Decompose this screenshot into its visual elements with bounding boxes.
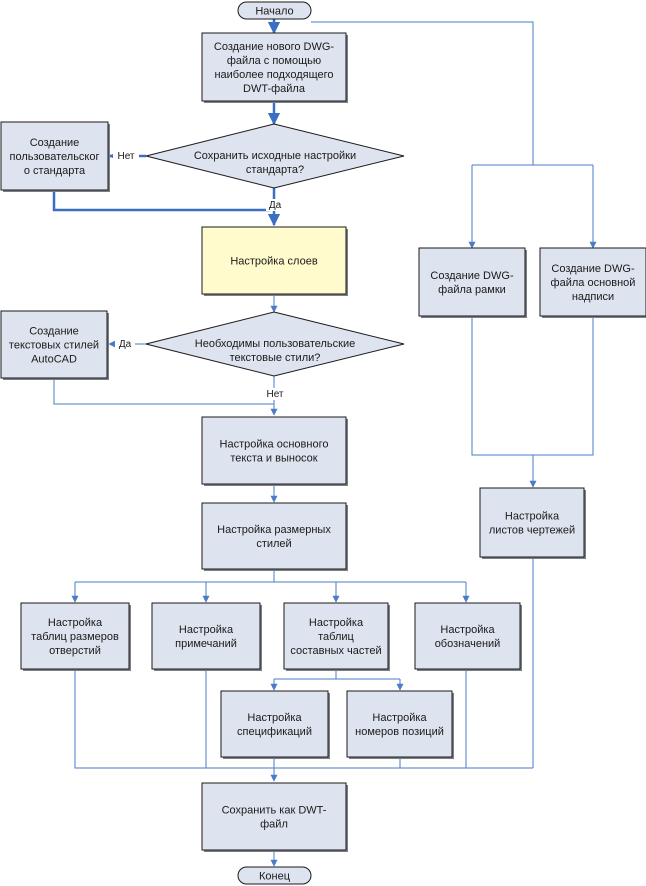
step-text-line: пользовательског bbox=[10, 151, 100, 163]
step-text-line: Настройка размерных bbox=[217, 524, 331, 536]
step-text-line: DWT-файла bbox=[243, 83, 306, 95]
step-text-line: составных частей bbox=[290, 645, 381, 657]
step-box bbox=[414, 602, 521, 670]
step-text-line: файла рамки bbox=[438, 284, 506, 296]
step-title-block-dwg: Создание DWG-файла основной надписи bbox=[539, 247, 646, 318]
step-text-line: текстовых стилей bbox=[9, 340, 99, 352]
step-box bbox=[20, 602, 130, 670]
step-sheets: Настройка листов чертежей bbox=[479, 487, 586, 559]
step-text-line: таблиц bbox=[318, 631, 354, 643]
step-box bbox=[201, 782, 347, 851]
step-box bbox=[220, 690, 329, 758]
step-text-line: Настройка bbox=[440, 624, 495, 636]
terminal-end: Конец bbox=[237, 866, 312, 885]
decision-keep-standard: Сохранить исходные настройки стандарта? bbox=[145, 123, 405, 189]
label-bg-no-2 bbox=[262, 388, 288, 400]
step-text-line: номеров позиций bbox=[355, 726, 444, 738]
step-text-line: Создание bbox=[29, 326, 79, 338]
step-text-line: текста и выносок bbox=[230, 453, 317, 465]
step-text-line: Настройка основного bbox=[220, 439, 329, 451]
terminal-start: Начало bbox=[237, 1, 312, 20]
step-text-line: примечаний bbox=[175, 638, 237, 650]
label-bg-yes-1 bbox=[266, 199, 284, 211]
start-label: Начало bbox=[255, 6, 293, 18]
step-text-line: Сохранить как DWT- bbox=[222, 805, 327, 817]
decision-keep-standard-line1: Сохранить исходные настройки bbox=[194, 150, 356, 162]
decision-text-styles: Необходимы пользовательские текстовые ст… bbox=[145, 311, 405, 377]
end-label: Конец bbox=[259, 871, 291, 883]
step-box bbox=[0, 121, 109, 191]
step-text-line: Создание нового DWG- bbox=[214, 41, 335, 53]
connector-custom-merge bbox=[52, 192, 270, 212]
step-text-line: Создание DWG- bbox=[551, 263, 635, 275]
step-text-line: наиболее подходящего bbox=[214, 69, 333, 81]
step-parts-tables: Настройка таблиц составных частей bbox=[283, 602, 390, 671]
step-text-line: Настройка bbox=[179, 624, 234, 636]
step-hole-tables: Настройка таблиц размеров отверстий bbox=[20, 602, 131, 671]
step-box bbox=[346, 690, 453, 758]
step-text-line: файла с помощью bbox=[227, 55, 321, 67]
label-no-1: Нет bbox=[117, 151, 134, 162]
connector-collector bbox=[74, 669, 533, 769]
step-text-line: стилей bbox=[256, 538, 291, 550]
connector-textstyles-merge bbox=[53, 379, 274, 405]
step-box bbox=[479, 487, 585, 558]
label-yes-1: Да bbox=[269, 200, 282, 211]
step-box bbox=[201, 502, 347, 570]
process-boxes: Создание нового DWG-файла с помощью наибо… bbox=[0, 32, 646, 852]
step-symbols: Настройка обозначений bbox=[414, 602, 522, 671]
label-bg-no-1 bbox=[113, 149, 139, 162]
step-text-line: Настройка bbox=[247, 712, 302, 724]
step-box bbox=[201, 226, 347, 295]
step-text-line: Настройка bbox=[309, 617, 364, 629]
step-save-dwt: Сохранить как DWT-файл bbox=[201, 782, 348, 852]
decision-keep-standard-line2: стандарта? bbox=[246, 164, 304, 176]
step-text-line: файл bbox=[260, 819, 288, 831]
step-specs: Настройка спецификаций bbox=[220, 690, 330, 759]
step-dim-styles: Настройка размерных стилей bbox=[201, 502, 348, 571]
step-frame-dwg: Создание DWG-файла рамки bbox=[418, 247, 527, 318]
step-text-line: о стандарта bbox=[24, 165, 86, 177]
step-text-line: Настройка bbox=[505, 511, 560, 523]
step-text-line: Настройка bbox=[372, 712, 427, 724]
step-box bbox=[151, 602, 261, 670]
step-main-text: Настройка основного текста и выносок bbox=[201, 416, 348, 486]
step-layers: Настройка слоев bbox=[201, 226, 348, 296]
label-no-2: Нет bbox=[266, 389, 283, 400]
step-custom-standard: Создание пользовательског о стандарта bbox=[0, 121, 110, 192]
label-yes-2: Да bbox=[119, 339, 132, 350]
step-text-line: надписи bbox=[572, 291, 614, 303]
step-text-line: обозначений bbox=[435, 638, 501, 650]
step-box bbox=[0, 310, 108, 379]
step-text-line: таблиц размеров bbox=[31, 631, 119, 643]
step-text-line: листов чертежей bbox=[489, 525, 575, 537]
step-box bbox=[201, 32, 347, 102]
step-balloons: Настройка номеров позиций bbox=[346, 690, 454, 759]
step-text-line: спецификаций bbox=[237, 726, 312, 738]
step-text-line: AutoCAD bbox=[31, 354, 77, 366]
step-notes: Настройка примечаний bbox=[151, 602, 262, 671]
step-box bbox=[201, 416, 347, 485]
connector-right-merge bbox=[471, 316, 594, 485]
step-text-line: Настройка слоев bbox=[230, 256, 317, 268]
step-text-line: Создание bbox=[30, 137, 80, 149]
label-bg-yes-2 bbox=[115, 338, 135, 350]
step-box bbox=[283, 602, 389, 670]
step-create-dwg: Создание нового DWG-файла с помощью наибо… bbox=[201, 32, 348, 103]
connectors bbox=[52, 9, 597, 867]
connector-dim-branch bbox=[75, 570, 466, 583]
step-text-line: файла основной bbox=[551, 277, 636, 289]
step-text-line: Создание DWG- bbox=[430, 270, 514, 282]
decision-text-styles-line1: Необходимы пользовательские bbox=[195, 338, 355, 350]
step-text-line: Настройка bbox=[48, 617, 103, 629]
step-box bbox=[418, 247, 526, 317]
step-box bbox=[539, 247, 646, 317]
decision-text-styles-line2: текстовые стили? bbox=[230, 352, 321, 364]
step-text-line: отверстий bbox=[49, 645, 101, 657]
